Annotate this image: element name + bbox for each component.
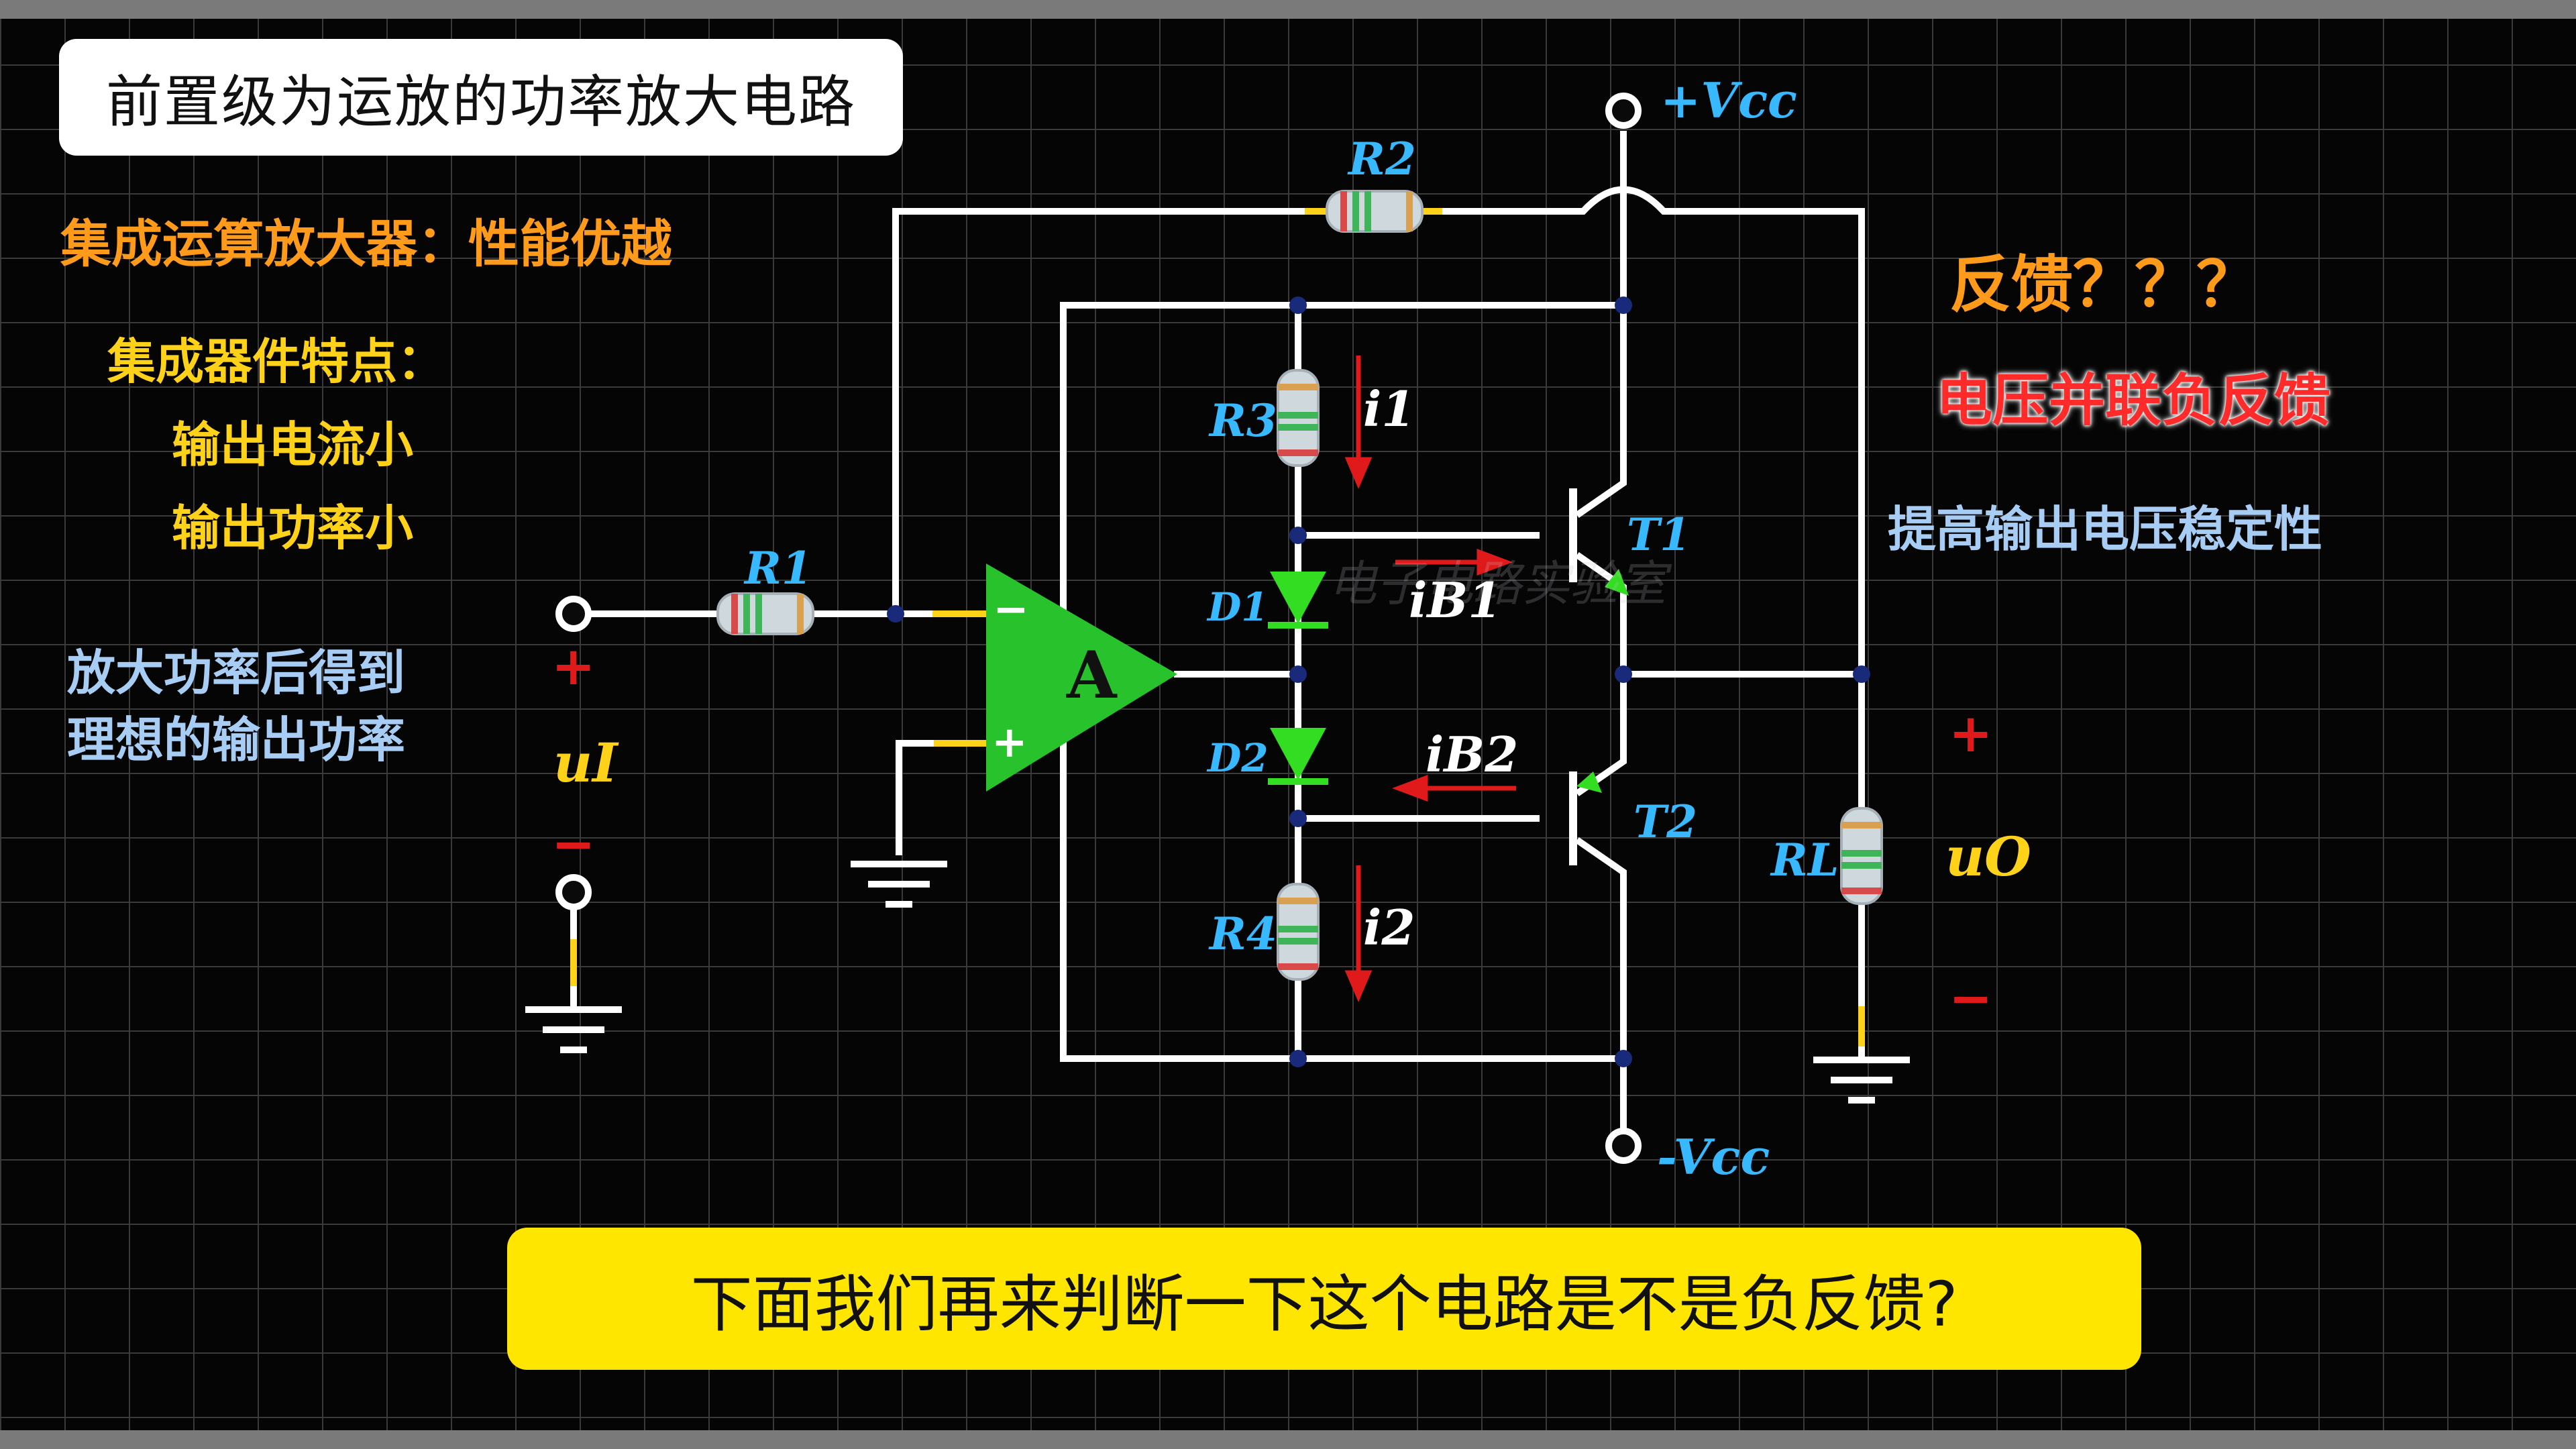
label-d2: D2: [1206, 735, 1269, 781]
opamp-minus-sign: −: [993, 585, 1029, 635]
label-uo: uO: [1945, 825, 2031, 888]
resistor-rl: [1840, 807, 1883, 905]
junction-nodes: [887, 297, 1870, 1067]
opamp-triangle: [986, 564, 1177, 792]
purpose-line-2: 理想的输出功率: [67, 712, 406, 768]
current-arrows: [1344, 356, 1516, 1002]
input-terminal-bottom: [555, 874, 592, 910]
feedback-question: 反馈？？？: [1949, 249, 2259, 321]
label-ib1: iB1: [1409, 572, 1501, 629]
page-title: 前置级为运放的功率放大电路: [59, 39, 903, 156]
resistor-r3: [1277, 369, 1320, 467]
t2-emitter: [1575, 671, 1627, 796]
highlight-wires: [570, 208, 1865, 1046]
label-r2: R2: [1347, 133, 1416, 185]
feedback-top-wire-b: [1412, 186, 1865, 761]
resistor-r4: [1277, 883, 1320, 981]
label-i2: i2: [1363, 899, 1415, 956]
label-ib2: iB2: [1426, 726, 1518, 783]
label-r4: R4: [1208, 908, 1277, 960]
label-rl: RL: [1770, 834, 1839, 886]
label-r1: R1: [743, 542, 812, 594]
label-ui: uI: [553, 731, 619, 794]
purpose-line-1: 放大功率后得到: [67, 645, 406, 701]
watermark: 电子电路实验室: [1328, 555, 1672, 612]
ground-symbols: [525, 861, 1910, 1104]
feature-small-power: 输出功率小: [172, 500, 414, 556]
output-minus-sign: −: [1949, 969, 1992, 1029]
subtitle-caption: 下面我们再来判断一下这个电路是不是负反馈?: [507, 1228, 2141, 1370]
transistor-t2: [1569, 771, 1602, 865]
feature-small-current: 输出电流小: [172, 417, 414, 473]
terminals: [555, 93, 1642, 1164]
label-vcc-pos: +Vcc: [1660, 72, 1797, 129]
opamp-plus-sign: +: [991, 718, 1028, 767]
label-t1: T1: [1627, 508, 1690, 561]
opamp-heading: 集成运算放大器：性能优越: [60, 214, 672, 274]
label-t2: T2: [1633, 796, 1697, 848]
t1-collector: [1575, 302, 1627, 518]
diode-d2: [1268, 728, 1328, 785]
input-minus-sign: −: [551, 814, 595, 875]
input-plus-sign: +: [551, 637, 595, 697]
input-terminal-top: [555, 596, 592, 632]
diode-d1: [1268, 572, 1328, 629]
label-i1: i1: [1363, 380, 1415, 437]
resistor-r1: [716, 592, 814, 635]
power-rail-loop: [1060, 131, 1627, 1130]
opamp-label: A: [1066, 637, 1118, 713]
vcc-pos-terminal: [1605, 93, 1642, 129]
transistor-t1: [1569, 488, 1629, 596]
frame-top-bar: [0, 0, 2576, 19]
feedback-benefit: 提高输出电压稳定性: [1888, 501, 2323, 557]
label-vcc-neg: -Vcc: [1657, 1128, 1770, 1185]
t2-collector: [1575, 837, 1627, 1062]
vcc-neg-terminal: [1605, 1128, 1642, 1164]
frame-bottom-bar: [0, 1430, 2576, 1449]
feedback-type: 电压并联负反馈: [1936, 368, 2331, 433]
label-d1: D1: [1206, 584, 1269, 630]
output-plus-sign: +: [1949, 704, 1992, 764]
resistor-r2: [1326, 190, 1424, 233]
features-title: 集成器件特点：: [107, 333, 446, 390]
label-r3: R3: [1208, 394, 1277, 447]
